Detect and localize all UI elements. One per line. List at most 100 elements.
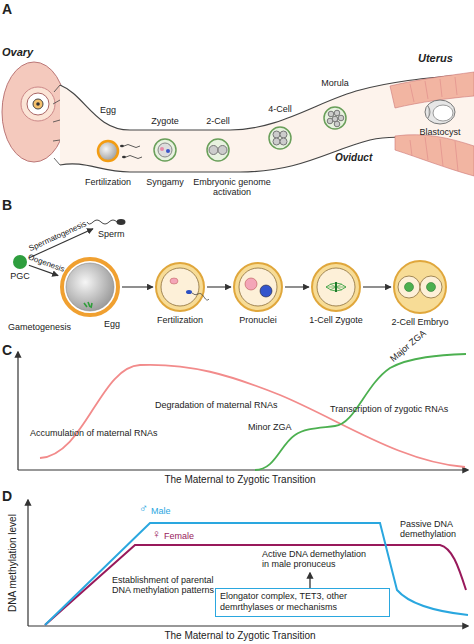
stage-label: 2-Cell — [206, 116, 230, 126]
cell-label: 1-Cell Zygote — [309, 315, 363, 325]
pronuclei-cell: Pronuclei — [233, 262, 283, 312]
sex-symbol: ♀ — [152, 528, 161, 542]
panel-letter: C — [2, 342, 12, 358]
sperm-head — [117, 219, 126, 225]
embryo-stages-part — [334, 121, 340, 127]
axis-label: DNA methylation level — [7, 514, 19, 612]
stage-label: Morula — [321, 78, 349, 88]
embryo-stages-part — [280, 131, 287, 138]
uterus-wall-part — [395, 135, 474, 176]
ovary — [2, 62, 66, 162]
zygote-cell-outline — [312, 263, 360, 311]
event-label: Syngamy — [146, 177, 184, 187]
curve-label: Minor ZGA — [248, 422, 292, 432]
event-label: Fertilization — [85, 177, 131, 187]
oviduct-tube — [53, 74, 474, 172]
egg-cell-outline — [60, 257, 120, 317]
embryo-stages-part — [280, 138, 287, 145]
process-label: Gametogenesis — [8, 322, 71, 332]
cell-label: Pronuclei — [239, 315, 277, 325]
embryo-stages-part — [158, 143, 172, 157]
embryo-stages-part — [166, 149, 170, 153]
egg-detail-part — [66, 263, 114, 311]
cell-label: Sperm — [98, 229, 125, 239]
curve-label: Passive DNA demethylation — [400, 519, 470, 540]
fertilization-detail-part — [192, 293, 209, 300]
two-cell-embryo-outline — [393, 260, 447, 314]
uterus-wall-part — [410, 77, 458, 171]
embryo-stages-part — [327, 118, 333, 124]
process-arrow — [122, 286, 153, 287]
axis-label: The Maternal to Zygotic Transition — [164, 474, 315, 486]
panel-letter: D — [2, 488, 12, 504]
fertilization-detail-part — [186, 290, 192, 294]
pgc-cell: PGC — [13, 255, 27, 269]
pronuclei-detail-part — [260, 285, 272, 297]
event-label: Embryonic genome activation — [190, 177, 274, 198]
embryo-stages-part — [209, 146, 218, 155]
ovary-part — [36, 102, 40, 106]
cell-label: Egg — [104, 319, 120, 329]
stage-label: 4-Cell — [268, 104, 292, 114]
zygote-detail-part — [335, 282, 337, 292]
chart-c — [18, 352, 468, 470]
pronuclei-cell-outline — [233, 262, 283, 312]
embryo-stages-part — [269, 127, 291, 149]
two-cell-embryo-outline — [394, 261, 446, 313]
embryo-stages-part — [98, 141, 118, 161]
fertilization-detail-part — [170, 278, 178, 284]
series-label: Male — [151, 506, 171, 516]
curve-label: Transcription of zygotic RNAs — [330, 404, 448, 414]
uterus-wall — [390, 72, 474, 176]
zygote-detail — [317, 268, 355, 306]
fertilization-cell-outline — [156, 263, 204, 311]
pronuclei-detail-part — [239, 268, 277, 306]
sperm-tail — [87, 220, 117, 224]
zygote-detail-part — [317, 268, 355, 306]
embryo-stages-part — [120, 145, 124, 148]
fertilization-detail — [161, 268, 209, 306]
process-arrow — [363, 286, 391, 287]
chart-c-part — [40, 365, 465, 467]
curve-label: Active DNA demethylation in male pronuce… — [262, 549, 374, 570]
zygote-detail-part — [326, 283, 346, 291]
organ-label: Ovary — [2, 46, 33, 59]
embryo-stages-part — [428, 106, 430, 118]
two-cell-detail-part — [427, 283, 436, 292]
pronuclei-detail — [239, 268, 277, 306]
zygote-cell: 1-Cell Zygote — [311, 262, 361, 312]
stage-label: Zygote — [151, 116, 179, 126]
embryo-stages-part — [425, 100, 455, 124]
process-arrow — [207, 286, 231, 287]
egg-detail-part — [84, 302, 92, 308]
two-cell-detail-part — [398, 276, 420, 298]
egg-cell: Egg — [60, 257, 120, 317]
stage-label: Egg — [100, 105, 116, 115]
axis-label: The Maternal to Zygotic Transition — [164, 630, 315, 642]
embryo-stages-part — [273, 131, 280, 138]
curve-label: Accumulation of maternal RNAs — [30, 428, 158, 438]
two-cell-detail-part — [405, 283, 414, 292]
embryo-stages-part — [160, 147, 164, 151]
edge-label: Oogenesis — [26, 253, 65, 274]
chart-c-part — [255, 354, 466, 470]
ovary-part — [21, 87, 55, 121]
fertilization-cell-outline — [155, 262, 205, 312]
embryo-stages-part — [218, 146, 227, 155]
panel-letter: B — [2, 197, 12, 213]
sperm-symbol — [90, 216, 126, 228]
embryo-stages-part — [433, 105, 453, 121]
organ-label: Oviduct — [335, 152, 372, 164]
embryo-stages — [98, 100, 455, 161]
embryo-stages-part — [122, 156, 126, 159]
process-arrow — [285, 286, 309, 287]
box-text: Elongator complex, TET3, other demrthyla… — [220, 591, 385, 614]
embryo-stages-part — [154, 139, 176, 161]
two-cell-detail-part — [420, 276, 442, 298]
pgc-cell-outline — [13, 255, 27, 269]
egg-cell-outline — [62, 259, 118, 315]
sex-symbol: ♂ — [139, 502, 148, 516]
embryo-stages-part — [207, 139, 229, 161]
pronuclei-detail-part — [245, 278, 257, 290]
